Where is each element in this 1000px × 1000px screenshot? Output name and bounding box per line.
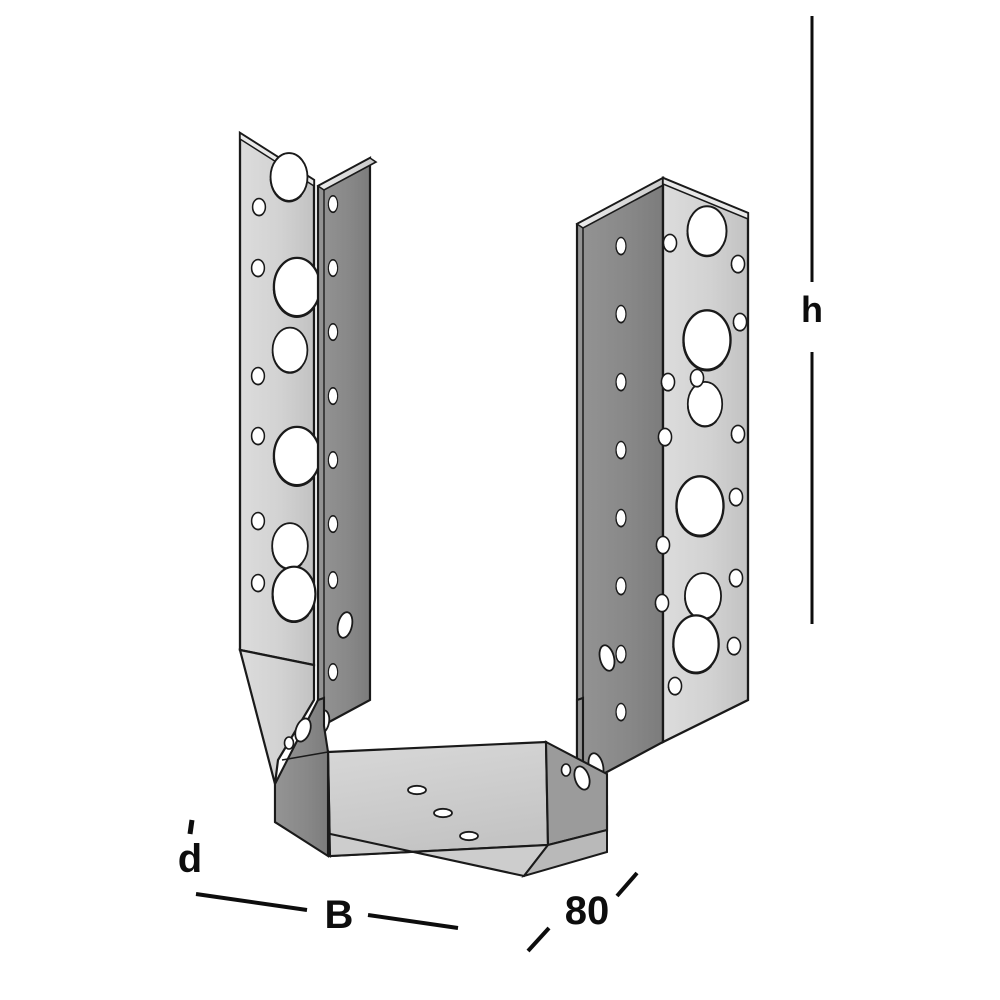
right-arm-assembly bbox=[575, 176, 750, 832]
depth-label: 80 bbox=[565, 889, 610, 933]
seat-hole-1 bbox=[407, 784, 427, 796]
right-flange-slot-1 bbox=[598, 644, 616, 672]
seat-hole-2 bbox=[433, 807, 453, 819]
seat-right-skirt bbox=[521, 828, 608, 878]
left-arm-assembly bbox=[238, 130, 378, 858]
right-arm-plate-top-bevel bbox=[662, 176, 749, 221]
right-taper-slot bbox=[573, 765, 591, 791]
right-arm-narrow-flange bbox=[575, 176, 665, 790]
height-label: h bbox=[801, 289, 823, 330]
seat-top-face bbox=[326, 740, 550, 858]
left-arm-taper-fold bbox=[281, 751, 329, 761]
dimension-height: h bbox=[801, 16, 823, 624]
right-taper-hole-group bbox=[560, 763, 591, 791]
right-taper-hole bbox=[560, 763, 572, 777]
depth-tick-lower bbox=[526, 926, 551, 953]
left-flange-slot-1 bbox=[336, 611, 354, 639]
left-arm-flange-top-bevel bbox=[316, 157, 378, 191]
left-arm-flange-taper bbox=[273, 696, 330, 858]
thickness-leader-tick bbox=[187, 819, 195, 835]
seat-hole-group bbox=[407, 784, 479, 842]
left-taper-hole-group bbox=[283, 717, 312, 750]
left-taper-slot bbox=[294, 717, 312, 743]
dimension-depth: 80 bbox=[526, 871, 639, 953]
seat-hole-3 bbox=[459, 830, 479, 842]
dimension-width: B bbox=[195, 892, 459, 937]
left-taper-hole bbox=[283, 736, 295, 750]
width-line-left bbox=[195, 892, 308, 912]
width-label: B bbox=[325, 893, 354, 937]
dimension-thickness: d bbox=[178, 819, 202, 881]
depth-tick-upper bbox=[615, 871, 639, 898]
width-line-right bbox=[367, 913, 459, 930]
thickness-label: d bbox=[178, 837, 202, 881]
left-arm-narrow-flange bbox=[316, 156, 372, 730]
